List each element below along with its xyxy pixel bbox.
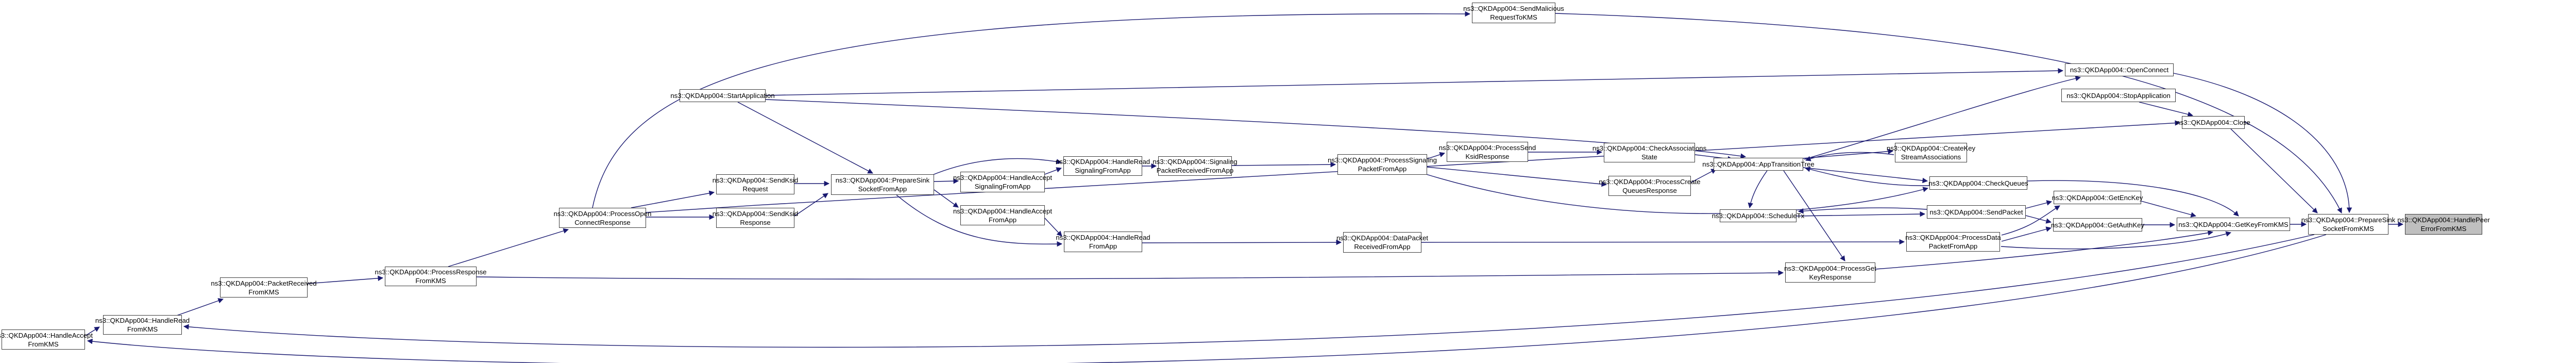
graph-edge-processopenconnectresponse-to-sendmaliciousrequesttokms [592, 11, 1471, 208]
graph-node-preparesinksocketfromkms[interactable]: ns3::QKDApp004::PrepareSink SocketFromKM… [2301, 214, 2395, 235]
graph-edge-signalingpacketreceivedfromapp-to-processsignalingpacketfromapp [1231, 161, 1336, 168]
graph-edge-handleacceptfromapp-to-handlereadfromapp [1044, 218, 1062, 237]
graph-node-stopapplication[interactable]: ns3::QKDApp004::StopApplication [2061, 89, 2176, 102]
graph-node-apptransitiontree[interactable]: ns3::QKDApp004::AppTransitionTree [1702, 158, 1815, 171]
graph-edge-preparesinksocketfromkms-to-handlereadfromkms [183, 234, 2315, 348]
graph-node-processdatapacketfromapp[interactable]: ns3::QKDApp004::ProcessData PacketFromAp… [1905, 232, 2001, 252]
graph-edge-processresponsefromkms-to-processgetkeyresponse [476, 270, 1784, 279]
graph-node-preparesinksocketfromapp[interactable]: ns3::QKDApp004::PrepareSink SocketFromAp… [831, 174, 934, 195]
graph-edge-apptransitiontree-to-checkqueues [1803, 167, 1928, 184]
graph-edge-apptransitiontree-to-createkeystreamassociations [1803, 148, 1894, 159]
graph-node-processcreatequeuesresponse[interactable]: ns3::QKDApp004::ProcessCreate QueuesResp… [1599, 176, 1701, 196]
graph-edge-checkqueues-to-apptransitiontree [1804, 167, 1930, 186]
graph-node-sendksidrequest[interactable]: ns3::QKDApp004::SendKsid Request [713, 174, 798, 194]
graph-edge-processresponsefromkms-to-processopenconnectresponse [448, 228, 569, 267]
graph-node-processsendksidresponse[interactable]: ns3::QKDApp004::ProcessSend KsidResponse [1439, 142, 1536, 162]
graph-edge-scheduletx-to-sendpacket [1796, 211, 1926, 217]
graph-node-handlereadsignalingfromapp[interactable]: ns3::QKDApp004::HandleRead SignalingFrom… [1056, 156, 1150, 176]
graph-node-getkeyfromkms[interactable]: ns3::QKDApp004::GetKeyFromKMS [2177, 218, 2290, 231]
graph-node-handleacceptsignalingfromapp[interactable]: ns3::QKDApp004::HandleAccept SignalingFr… [953, 172, 1052, 192]
graph-edge-handleacceptsignalingfromapp-to-handlereadsignalingfromapp [1044, 167, 1062, 175]
graph-edge-sendpacket-to-scheduletx [1798, 207, 1927, 214]
graph-edge-sendpacket-to-getenckey [2025, 200, 2053, 209]
graph-node-close[interactable]: ns3::QKDApp004::Close [2176, 116, 2250, 129]
graph-edge-openconnect-to-preparesinksocketfromkms [2173, 73, 2352, 213]
graph-edge-processsignalingpacketfromapp-to-processcreatequeuesresponse [1427, 167, 1607, 187]
graph-edge-processgetkeyresponse-to-getkeyfromkms [1875, 230, 2214, 270]
graph-node-sendmaliciousrequesttokms[interactable]: ns3::QKDApp004::SendMalicious RequestToK… [1463, 3, 1564, 23]
graph-node-packetreceivedfromkms[interactable]: ns3::QKDApp004::PacketReceived FromKMS [211, 277, 317, 298]
graph-edge-checkqueues-to-getkeyfromkms [2027, 180, 2239, 217]
graph-edge-preparesinksocketfromapp-to-handleacceptsignalingfromapp [934, 178, 959, 184]
graph-edge-preparesinksocketfromapp-to-handlereadfromapp [896, 194, 1063, 247]
graph-edge-packetreceivedfromkms-to-processresponsefromkms [307, 275, 384, 284]
graph-edge-apptransitiontree-to-openconnect [1804, 76, 2081, 160]
graph-edge-getenckey-to-getkeyfromkms [2141, 201, 2197, 218]
graph-node-sendksidresponse[interactable]: ns3::QKDApp004::SendKsid Response [713, 208, 798, 228]
graph-edge-processdatapacketfromapp-to-getkeyfromkms [2001, 231, 2232, 250]
graph-edge-sendksidresponse-to-preparesinksocketfromapp [794, 193, 828, 217]
graph-edge-apptransitiontree-to-scheduletx [1748, 170, 1768, 209]
graph-edge-startapplication-to-preparesinksocketfromapp [737, 102, 873, 174]
graph-node-createkeystreamassociations[interactable]: ns3::QKDApp004::CreateKey StreamAssociat… [1887, 143, 1975, 162]
graph-node-getauthkey[interactable]: ns3::QKDApp004::GetAuthKey [2051, 218, 2144, 232]
graph-node-handleacceptfromapp[interactable]: ns3::QKDApp004::HandleAccept FromApp [953, 205, 1052, 225]
graph-edge-stopapplication-to-close [2139, 102, 2194, 117]
graph-edge-preparesinksocketfromapp-to-handleacceptfromapp [934, 189, 959, 208]
graph-node-getenckey[interactable]: ns3::QKDApp004::GetEncKey [2052, 191, 2143, 204]
graph-edge-processsignalingpacketfromapp-to-processsendksidresponse [1427, 152, 1445, 159]
graph-edge-handlereadfromkms-to-packetreceivedfromkms [175, 298, 224, 317]
graph-edge-createkeystreamassociations-to-apptransitiontree [1805, 152, 1894, 161]
graph-node-processresponsefromkms[interactable]: ns3::QKDApp004::ProcessResponse FromKMS [375, 267, 487, 286]
graph-edge-processopenconnectresponse-to-sendksidrequest [631, 190, 715, 208]
graph-edge-handlereadfromapp-to-datapacketreceivedfromapp [1142, 239, 1342, 245]
graph-node-checkqueues[interactable]: ns3::QKDApp004::CheckQueues [1928, 176, 2028, 190]
graph-node-processopenconnectresponse[interactable]: ns3::QKDApp004::ProcessOpen ConnectRespo… [554, 208, 651, 228]
graph-edge-processcreatequeuesresponse-to-apptransitiontree [1690, 169, 1717, 183]
graph-edge-processdatapacketfromapp-to-getauthkey [2001, 226, 2052, 242]
graph-edge-processdatapacketfromapp-to-getenckey [2001, 205, 2060, 236]
graph-node-sendpacket[interactable]: ns3::QKDApp004::SendPacket [1927, 205, 2026, 219]
graph-node-startapplication[interactable]: ns3::QKDApp004::StartApplication [670, 89, 775, 102]
graph-edge-handleacceptfromkms-to-handlereadfromkms [85, 326, 100, 336]
graph-node-processsignalingpacketfromapp[interactable]: ns3::QKDApp004::ProcessSignaling PacketF… [1328, 154, 1437, 175]
graph-node-signalingpacketreceivedfromapp[interactable]: ns3::QKDApp004::Signaling PacketReceived… [1153, 156, 1238, 176]
graph-edge-close-to-preparesinksocketfromkms [2230, 128, 2318, 213]
graph-edge-preparesinksocketfromapp-to-handlereadsignalingfromapp [931, 158, 1062, 176]
graph-node-handlepeererrorfromkms: ns3::QKDApp004::HandlePeer ErrorFromKMS [2397, 214, 2490, 235]
graph-node-datapacketreceivedfromapp[interactable]: ns3::QKDApp004::DataPacket ReceivedFromA… [1336, 232, 1428, 253]
graph-edge-preparesinksocketfromkms-to-handleacceptfromkms [87, 234, 2327, 363]
graph-edge-sendpacket-to-getauthkey [2025, 215, 2052, 224]
graph-node-processgetkeyresponse[interactable]: ns3::QKDApp004::ProcessGet KeyResponse [1784, 262, 1876, 283]
graph-edge-processsignalingpacketfromapp-to-checkqueues [1424, 173, 1929, 214]
graph-node-handlereadfromkms[interactable]: ns3::QKDApp004::HandleRead FromKMS [95, 315, 190, 335]
graph-node-openconnect[interactable]: ns3::QKDApp004::OpenConnect [2065, 63, 2174, 76]
graph-edge-startapplication-to-openconnect [765, 68, 2064, 96]
graph-node-handlereadfromapp[interactable]: ns3::QKDApp004::HandleRead FromApp [1056, 232, 1150, 252]
graph-node-checkassociationsstate[interactable]: ns3::QKDApp004::CheckAssociations State [1592, 143, 1706, 162]
graph-node-handleacceptfromkms[interactable]: ns3::QKDApp004::HandleAccept FromKMS [0, 329, 93, 350]
graph-node-scheduletx[interactable]: ns3::QKDApp004::ScheduleTx [1712, 209, 1804, 222]
